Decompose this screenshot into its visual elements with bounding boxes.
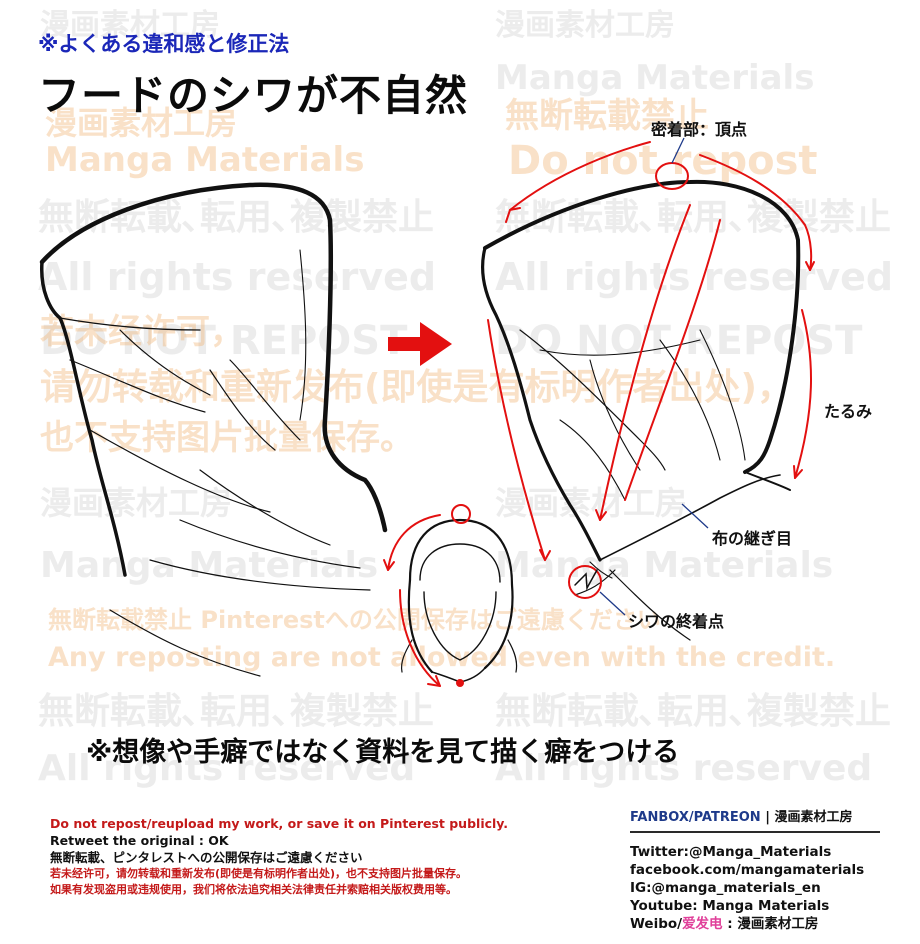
footer-divider xyxy=(630,831,880,833)
studio-name: 漫画素材工房 xyxy=(774,810,853,825)
red-guides-front xyxy=(383,504,471,687)
footer-links: FANBOX/PATREON | 漫画素材工房 Twitter:@Manga_M… xyxy=(630,806,900,933)
annotation-slack: たるみ xyxy=(824,402,873,421)
red-guides-corrected xyxy=(487,141,815,599)
reference-note: ※想像や手癖ではなく資料を見て描く癖をつける xyxy=(86,737,680,768)
hood-drawing-corrected xyxy=(481,179,801,641)
footer-line-retweet: Retweet the original : OK xyxy=(50,833,229,848)
weibo-accent: 爱发电 xyxy=(682,916,723,932)
youtube-link[interactable]: Youtube: Manga Materials xyxy=(630,898,830,914)
annotation-apex: 密着部：頂点 xyxy=(651,120,748,139)
footer-links-heading: FANBOX/PATREON | 漫画素材工房 xyxy=(630,806,900,825)
transition-arrow xyxy=(388,322,452,366)
instagram-link[interactable]: IG:@manga_materials_en xyxy=(630,880,821,896)
annotation-seam: 布の継ぎ目 xyxy=(712,529,793,548)
footer-line-repost: Do not repost/reupload my work, or save … xyxy=(50,816,509,831)
subtitle: ※よくある違和感と修正法 xyxy=(38,32,290,56)
annotation-pointers xyxy=(599,137,709,616)
hood-drawing-incorrect xyxy=(39,182,388,677)
fanbox-link[interactable]: FANBOX/PATREON xyxy=(630,810,761,825)
footer-line-jp: 無断転載、ピンタレストへの公開保存はご遠慮ください xyxy=(50,850,363,865)
page-title: フードのシワが不自然 xyxy=(38,71,469,120)
weibo-suffix: : 漫画素材工房 xyxy=(722,916,819,932)
weibo-link[interactable]: Weibo/爱发电 : 漫画素材工房 xyxy=(630,915,900,933)
twitter-link[interactable]: Twitter:@Manga_Materials xyxy=(630,844,832,860)
weibo-prefix: Weibo/ xyxy=(630,916,683,932)
facebook-link[interactable]: facebook.com/mangamaterials xyxy=(630,862,865,878)
footer-line-cn2: 如果有发现盗用或违规使用，我们将依法追究相关法律责任并索赔相关版权费用等。 xyxy=(50,883,457,896)
heading-separator: | xyxy=(765,810,770,825)
annotation-fold-end: シワの終着点 xyxy=(628,612,725,631)
hood-drawing-front xyxy=(400,518,518,683)
footer-notice: Do not repost/reupload my work, or save … xyxy=(50,815,620,898)
footer-line-cn1: 若未经许可，请勿转载和重新发布(即使是有标明作者出处)，也不支持图片批量保存。 xyxy=(50,867,468,880)
